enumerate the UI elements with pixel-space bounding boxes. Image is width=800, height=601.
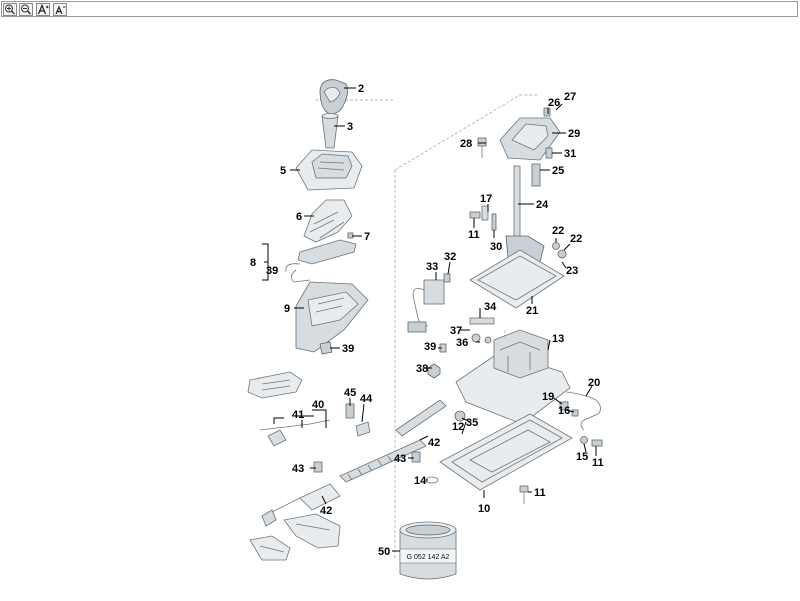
callout-labels: 2 3 5 6 7 8 39 9 39 26 27 28 29 31 25 17… <box>250 83 604 558</box>
callout-6: 6 <box>296 211 302 223</box>
callout-22a: 22 <box>552 225 564 237</box>
callout-22b: 22 <box>570 233 582 245</box>
callout-21: 21 <box>526 305 538 317</box>
shift-cable <box>559 391 601 431</box>
lever-sleeve <box>321 113 339 149</box>
bolt-bottom <box>519 485 529 504</box>
callout-34: 34 <box>484 301 497 313</box>
callout-42a: 42 <box>428 437 440 449</box>
callout-37: 37 <box>450 325 462 337</box>
callout-16: 16 <box>558 405 570 417</box>
callout-25: 25 <box>552 165 564 177</box>
selector-knob <box>319 79 348 115</box>
indicator-strip <box>285 232 357 283</box>
callout-33: 33 <box>426 261 438 273</box>
linkage-brackets <box>249 513 341 561</box>
washers <box>552 242 567 259</box>
lever-housing <box>455 329 571 425</box>
bolt <box>477 137 487 158</box>
clip <box>319 341 333 355</box>
callout-10: 10 <box>478 503 490 515</box>
callout-36: 36 <box>456 337 468 349</box>
callout-11c: 11 <box>534 487 546 499</box>
font-decrease-icon <box>53 3 67 16</box>
callout-15: 15 <box>576 451 588 463</box>
zoom-out-button[interactable] <box>19 3 33 16</box>
selector-cable <box>247 371 447 527</box>
callout-24: 24 <box>536 199 549 211</box>
guide-line <box>394 94 538 171</box>
callout-45: 45 <box>344 387 356 399</box>
callout-20: 20 <box>588 377 600 389</box>
callout-2: 2 <box>358 83 364 95</box>
selector-housing <box>295 281 369 353</box>
upper-bracket <box>499 107 561 161</box>
bellows <box>303 199 353 243</box>
spacer <box>454 410 466 422</box>
callout-14: 14 <box>414 475 427 487</box>
callout-29: 29 <box>568 128 580 140</box>
callout-23: 23 <box>566 265 578 277</box>
callout-30: 30 <box>490 241 502 253</box>
callout-43b: 43 <box>394 453 406 465</box>
cable-clips <box>313 403 421 473</box>
callout-7: 7 <box>364 231 370 243</box>
base-plate <box>439 413 573 491</box>
callout-42b: 42 <box>320 505 332 517</box>
callout-3: 3 <box>347 121 353 133</box>
callout-39a: 39 <box>266 265 278 277</box>
gasket-plate <box>469 249 565 309</box>
toolbar <box>1 1 798 17</box>
callout-9: 9 <box>284 303 290 315</box>
callout-41: 41 <box>292 409 304 421</box>
callout-28: 28 <box>460 138 472 150</box>
font-increase-icon <box>36 3 50 16</box>
solenoid <box>407 273 451 333</box>
callout-31: 31 <box>564 148 576 160</box>
callout-5: 5 <box>280 165 286 177</box>
callout-39c: 39 <box>424 341 436 353</box>
callout-8: 8 <box>250 257 256 269</box>
callout-19: 19 <box>542 391 554 403</box>
callout-17: 17 <box>480 193 492 205</box>
sealant-tin: G 052 142 A2 <box>399 521 457 580</box>
zoom-in-icon <box>3 3 17 16</box>
callout-38: 38 <box>416 363 428 375</box>
callout-40: 40 <box>312 399 324 411</box>
callout-11a: 11 <box>468 229 480 241</box>
zoom-in-button[interactable] <box>3 3 17 16</box>
callout-26: 26 <box>548 97 560 109</box>
callout-13: 13 <box>552 333 564 345</box>
callout-27: 27 <box>564 91 576 103</box>
exploded-parts-diagram: G 052 142 A2 <box>247 79 604 580</box>
callout-43a: 43 <box>292 463 304 475</box>
callout-39b: 39 <box>342 343 354 355</box>
leader-lines <box>262 87 597 552</box>
callout-35: 35 <box>466 417 478 429</box>
font-increase-button[interactable] <box>36 3 50 16</box>
font-decrease-button[interactable] <box>53 3 67 16</box>
callout-11b: 11 <box>592 457 604 469</box>
callout-44: 44 <box>360 393 373 405</box>
bolts-right <box>580 436 603 447</box>
callout-32: 32 <box>444 251 456 263</box>
sealant-label: G 052 142 A2 <box>407 554 450 561</box>
nut <box>427 363 441 379</box>
callout-50: 50 <box>378 546 390 558</box>
selector-cover <box>295 149 363 191</box>
zoom-out-icon <box>19 3 33 16</box>
callout-12: 12 <box>452 421 464 433</box>
